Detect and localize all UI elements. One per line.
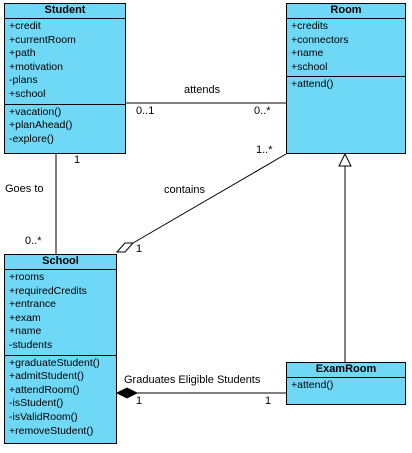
attends-label: attends: [184, 84, 221, 96]
school-operation: +attendRoom(): [9, 383, 80, 396]
student-operation: +vacation(): [9, 105, 62, 118]
school-class-name: School: [5, 255, 116, 270]
student-attribute: -plans: [9, 74, 38, 87]
school-operation: +graduateStudent(): [9, 356, 100, 369]
school-operation: -isStudent(): [9, 397, 64, 410]
generalization-triangle-icon: [338, 152, 352, 167]
goes-to-label: Goes to: [5, 183, 44, 195]
attends-student-multiplicity: 0..1: [136, 105, 155, 117]
examroom-operations: +attend(): [287, 378, 405, 395]
contains-room-multiplicity: 1..*: [256, 144, 273, 156]
examroom-class-name: ExamRoom: [287, 363, 405, 378]
student-operations: +vacation() +planAhead() -explore(): [5, 105, 125, 149]
school-attribute: +exam: [9, 311, 41, 324]
graduates-school-multiplicity: 1: [136, 395, 143, 407]
school-attribute: +requiredCredits: [9, 284, 87, 297]
contains-label: contains: [164, 184, 205, 196]
school-attribute: -students: [9, 338, 53, 351]
graduates-label: Graduates Eligible Students: [124, 374, 261, 386]
student-operation: -explore(): [9, 132, 54, 145]
room-class-box: Room +credits +connectors +name +school …: [286, 3, 406, 154]
aggregation-diamond-icon: [115, 242, 135, 253]
composition-diamond-icon: [115, 387, 139, 399]
student-attribute: +motivation: [9, 60, 63, 73]
school-attributes: +rooms +requiredCredits +entrance +exam …: [5, 270, 116, 356]
student-attribute: +credit: [9, 20, 41, 32]
room-attribute: +credits: [291, 20, 329, 32]
school-operation: +admitStudent(): [9, 370, 84, 383]
student-class-name: Student: [5, 4, 125, 19]
room-attribute: +name: [291, 47, 324, 60]
student-attribute: +school: [9, 87, 46, 100]
goes-to-school-multiplicity: 0..*: [25, 235, 42, 247]
room-operations: +attend(): [287, 77, 405, 94]
contains-association-line: [132, 153, 287, 244]
graduates-examroom-multiplicity: 1: [265, 395, 272, 407]
school-attribute: +rooms: [9, 271, 45, 283]
contains-school-multiplicity: 1: [136, 243, 143, 255]
school-class-box: School +rooms +requiredCredits +entrance…: [4, 254, 117, 444]
school-operation: -isValidRoom(): [9, 410, 78, 423]
room-operation: +attend(): [291, 78, 334, 91]
room-attribute: +school: [291, 60, 328, 73]
school-attribute: +entrance: [9, 298, 56, 311]
student-operation: +planAhead(): [9, 119, 73, 132]
room-class-name: Room: [287, 4, 405, 19]
school-operations: +graduateStudent() +admitStudent() +atte…: [5, 356, 116, 441]
school-attribute: +name: [9, 325, 42, 338]
student-attribute: +path: [9, 47, 36, 60]
goes-to-student-multiplicity: 1: [74, 154, 81, 166]
student-class-box: Student +credit +currentRoom +path +moti…: [4, 3, 126, 154]
room-attribute: +connectors: [291, 33, 349, 46]
student-attributes: +credit +currentRoom +path +motivation -…: [5, 19, 125, 105]
attends-room-multiplicity: 0..*: [254, 105, 271, 117]
examroom-operation: +attend(): [291, 379, 334, 391]
student-attribute: +currentRoom: [9, 33, 76, 46]
examroom-class-box: ExamRoom +attend(): [286, 362, 406, 405]
room-attributes: +credits +connectors +name +school: [287, 19, 405, 78]
school-operation: +removeStudent(): [9, 424, 94, 437]
